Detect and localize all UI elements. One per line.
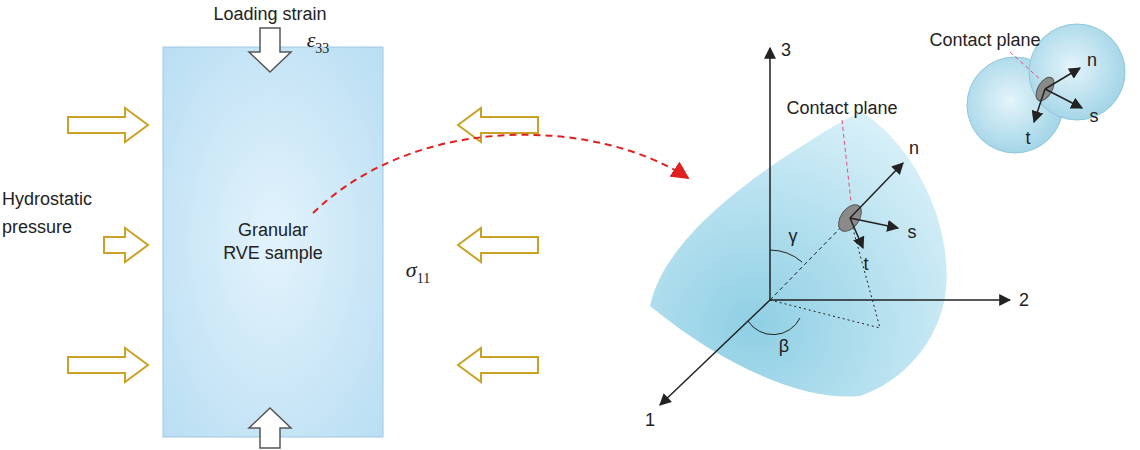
axis-label: 3 [781,40,791,61]
axis-label: t [1025,128,1030,149]
axis-label: t [863,254,868,275]
sample-box: Granular RVE sample [163,47,383,437]
node-label: Granular RVE sample [218,219,328,266]
axis-label: s [908,222,917,243]
callout-text: Contact plane [929,30,1040,51]
stress-symbol: σ11 [406,257,430,286]
callout-text: Contact plane [786,98,897,119]
pressure-arrows [68,108,538,382]
caption-text: Hydrostatic pressure [2,186,102,242]
zoom-arrow [313,135,688,213]
axis-caption: Loading strain [213,4,326,25]
local-axes [850,163,903,248]
octant-surface [650,112,947,397]
axis-label: n [1087,50,1097,71]
angle-label: γ [789,226,798,247]
leader-line [842,120,851,202]
strain-symbol: ε33 [307,27,330,56]
axis-label: n [909,138,919,159]
axis-label: 1 [645,410,655,431]
angle-label: β [779,336,789,357]
leader-line [1010,52,1041,80]
angle-marks [748,218,880,335]
grain-sphere [1029,24,1125,120]
axis-label: s [1090,106,1099,127]
axis-label: 2 [1019,290,1029,311]
sample-box [163,47,383,437]
axes [660,48,1010,405]
loading-arrow [249,28,291,72]
local-axes [1034,68,1082,122]
loading-arrow [249,408,291,448]
